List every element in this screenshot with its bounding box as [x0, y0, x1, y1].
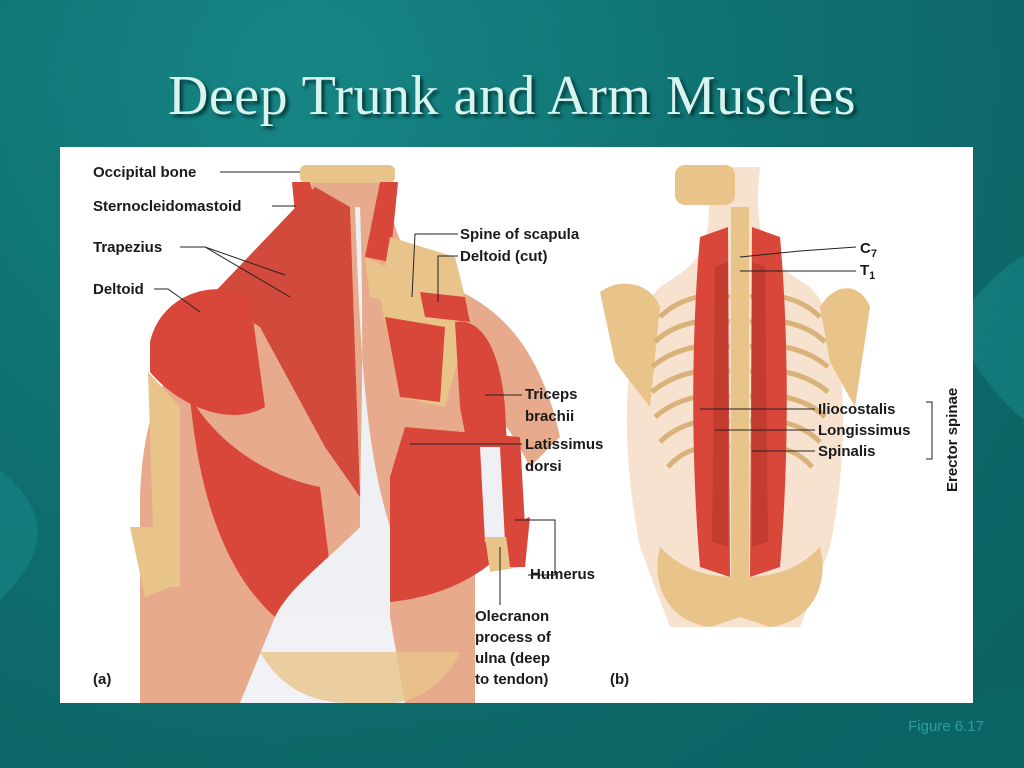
- leader-c7: [739, 246, 857, 258]
- leader-deltoid: [154, 288, 201, 313]
- label-longissimus: Longissimus: [818, 422, 911, 439]
- label-spinalis: Spinalis: [818, 443, 876, 460]
- label-occipital-bone: Occipital bone: [93, 164, 196, 181]
- label-triceps-line1: Triceps: [525, 386, 578, 403]
- label-sternocleidomastoid: Sternocleidomastoid: [93, 198, 241, 215]
- label-iliocostalis: Iliocostalis: [818, 401, 896, 418]
- leader-spine-of-scapula: [411, 233, 458, 298]
- leader-trapezius-2: [204, 246, 291, 298]
- label-spine-of-scapula: Spine of scapula: [460, 226, 580, 243]
- figure-panel: Occipital bone Sternocleidomastoid Trape…: [60, 147, 973, 703]
- label-olecranon-line3: ulna (deep: [475, 650, 550, 667]
- leader-deltoid-cut: [437, 255, 458, 302]
- label-trapezius: Trapezius: [93, 239, 162, 256]
- figure-a-illustration: [130, 165, 560, 703]
- label-latissimus-line1: Latissimus: [525, 436, 603, 453]
- label-humerus: Humerus: [530, 566, 595, 583]
- bracket-erector-spinae: [926, 401, 933, 460]
- panel-label-b: (b): [610, 671, 629, 688]
- label-deltoid: Deltoid: [93, 281, 144, 298]
- label-olecranon-line4: to tendon): [475, 671, 548, 688]
- label-deltoid-cut: Deltoid (cut): [460, 248, 548, 265]
- anatomy-figure: Occipital bone Sternocleidomastoid Trape…: [93, 164, 961, 703]
- label-olecranon-line2: process of: [475, 629, 552, 646]
- label-olecranon-line1: Olecranon: [475, 608, 549, 625]
- figure-caption: Figure 6.17: [908, 718, 984, 735]
- slide-title: Deep Trunk and Arm Muscles: [167, 65, 857, 127]
- label-t1: T1: [860, 262, 875, 282]
- label-triceps-line2: brachii: [525, 408, 574, 425]
- label-c7: C7: [860, 240, 877, 260]
- figure-b-illustration: [600, 165, 870, 627]
- label-latissimus-line2: dorsi: [525, 458, 562, 475]
- leader-humerus: [515, 519, 556, 576]
- label-erector-spinae: Erector spinae: [944, 388, 961, 492]
- panel-label-a: (a): [93, 671, 111, 688]
